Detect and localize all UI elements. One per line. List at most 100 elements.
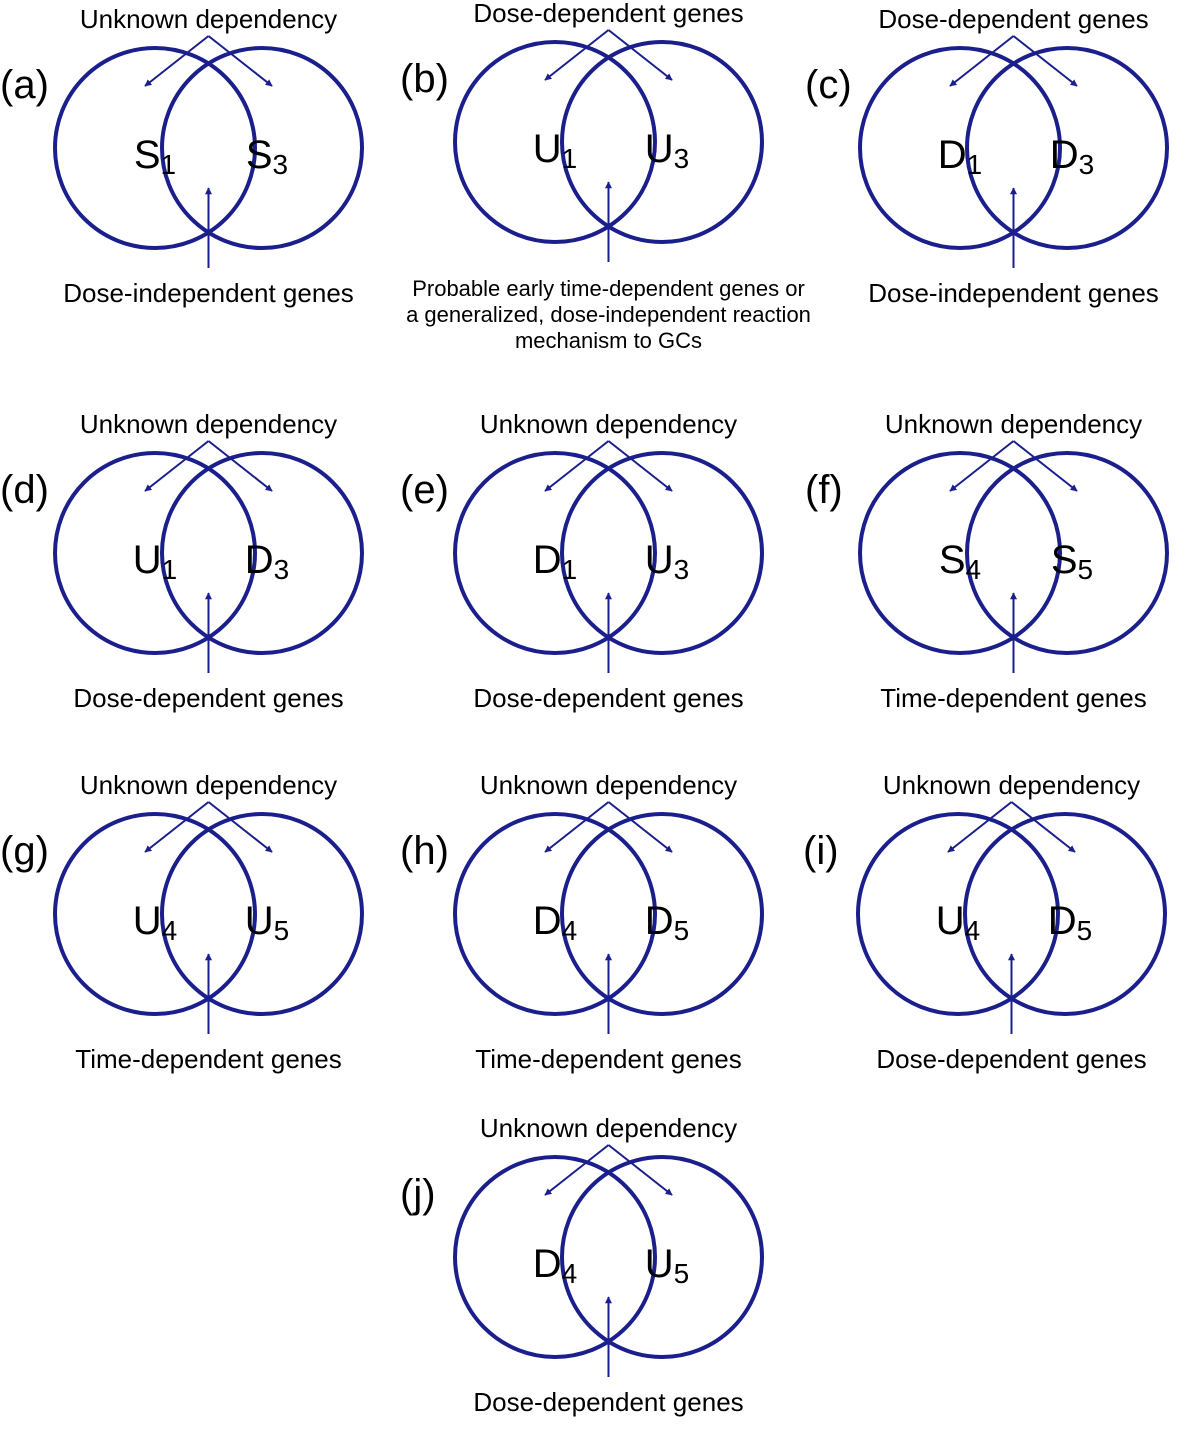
- venn-circle-right: [160, 451, 364, 655]
- left-pointer-arrow: [544, 440, 610, 492]
- top-caption: Unknown dependency: [80, 770, 337, 800]
- top-caption: Unknown dependency: [885, 409, 1142, 439]
- venn-circle-left: [856, 812, 1060, 1016]
- top-caption: Unknown dependency: [80, 4, 337, 34]
- right-pointer-arrow: [607, 440, 673, 492]
- venn-circle-left: [858, 46, 1062, 250]
- right-pointer-arrow: [607, 801, 673, 853]
- venn-circle-left: [453, 812, 657, 1016]
- bottom-caption-line: Dose-dependent genes: [473, 1387, 743, 1417]
- left-set-label: U1: [533, 127, 577, 174]
- right-pointer-arrow: [607, 1144, 673, 1196]
- venn-circle-left: [453, 1155, 657, 1359]
- venn-circle-right: [560, 40, 764, 244]
- right-set-label: D5: [645, 899, 689, 946]
- top-caption: Unknown dependency: [883, 770, 1140, 800]
- right-pointer-arrow: [1012, 35, 1078, 87]
- right-set-label: U5: [645, 1242, 689, 1289]
- bottom-caption-line: Time-dependent genes: [475, 1044, 741, 1074]
- top-caption: Unknown dependency: [480, 770, 737, 800]
- left-set-label: U4: [133, 899, 177, 946]
- right-pointer-arrow: [207, 801, 273, 853]
- venn-circle-right: [160, 46, 364, 250]
- right-pointer-arrow: [207, 440, 273, 492]
- venn-circle-left: [858, 451, 1062, 655]
- left-set-label: S1: [134, 133, 176, 180]
- venn-panel: (c) D1 D3 Dose-dependent genesDose-independ…: [805, 4, 1169, 308]
- venn-panel: (h) D4 D5 Unknown dependencyTime-dependent …: [400, 770, 764, 1074]
- left-set-label: U1: [133, 538, 177, 585]
- left-pointer-arrow: [544, 801, 610, 853]
- right-set-label: D3: [1050, 133, 1094, 180]
- venn-circle-left: [53, 812, 257, 1016]
- bottom-caption-line: Probable early time-dependent genes or: [412, 276, 805, 301]
- left-set-label: D4: [533, 899, 577, 946]
- panel-label: (b): [400, 57, 449, 101]
- left-pointer-arrow: [949, 440, 1015, 492]
- top-caption: Dose-dependent genes: [878, 4, 1148, 34]
- venn-circle-right: [965, 451, 1169, 655]
- venn-circle-left: [453, 451, 657, 655]
- venn-circle-left: [53, 46, 257, 250]
- bottom-caption-line: Dose-independent genes: [63, 278, 354, 308]
- right-set-label: D5: [1048, 899, 1092, 946]
- right-set-label: U3: [645, 538, 689, 585]
- right-set-label: S3: [246, 133, 288, 180]
- left-pointer-arrow: [144, 35, 210, 87]
- venn-circle-right: [160, 812, 364, 1016]
- venn-circle-left: [453, 40, 657, 244]
- venn-circle-right: [965, 46, 1169, 250]
- bottom-caption-line: mechanism to GCs: [515, 328, 702, 353]
- top-caption: Unknown dependency: [480, 409, 737, 439]
- bottom-caption-line: a generalized, dose-independent reaction: [406, 302, 811, 327]
- panel-label: (a): [0, 63, 49, 107]
- left-set-label: U4: [936, 899, 980, 946]
- venn-panel: (g) U4 U5 Unknown dependencyTime-dependent …: [0, 770, 364, 1074]
- venn-circle-right: [560, 451, 764, 655]
- venn-circle-left: [53, 451, 257, 655]
- bottom-caption-line: Dose-dependent genes: [473, 683, 743, 713]
- left-pointer-arrow: [144, 801, 210, 853]
- top-caption: Unknown dependency: [480, 1113, 737, 1143]
- left-set-label: D1: [938, 133, 982, 180]
- left-pointer-arrow: [544, 1144, 610, 1196]
- right-pointer-arrow: [207, 35, 273, 87]
- venn-circle-right: [560, 1155, 764, 1359]
- right-pointer-arrow: [1012, 440, 1078, 492]
- bottom-caption-line: Time-dependent genes: [75, 1044, 341, 1074]
- right-set-label: U5: [245, 899, 289, 946]
- left-pointer-arrow: [544, 29, 610, 81]
- right-set-label: S5: [1051, 538, 1093, 585]
- bottom-caption-line: Dose-dependent genes: [73, 683, 343, 713]
- venn-panel: (d) U1 D3 Unknown dependencyDose-dependent …: [0, 409, 364, 713]
- venn-panel: (f) S4 S5 Unknown dependencyTime-dependent …: [805, 409, 1169, 713]
- right-set-label: D3: [245, 538, 289, 585]
- panel-label: (d): [0, 468, 49, 512]
- venn-panel: (j) D4 U5 Unknown dependencyDose-dependent …: [400, 1113, 764, 1417]
- top-caption: Unknown dependency: [80, 409, 337, 439]
- right-pointer-arrow: [1010, 801, 1076, 853]
- left-pointer-arrow: [947, 801, 1013, 853]
- top-caption: Dose-dependent genes: [473, 0, 743, 28]
- left-pointer-arrow: [144, 440, 210, 492]
- venn-circle-right: [963, 812, 1167, 1016]
- panel-label: (j): [400, 1172, 436, 1216]
- bottom-caption-line: Dose-independent genes: [868, 278, 1159, 308]
- panel-label: (f): [805, 468, 843, 512]
- panel-label: (i): [803, 829, 839, 873]
- panel-label: (g): [0, 829, 49, 873]
- left-pointer-arrow: [949, 35, 1015, 87]
- right-set-label: U3: [645, 127, 689, 174]
- bottom-caption-line: Time-dependent genes: [880, 683, 1146, 713]
- left-set-label: S4: [939, 538, 981, 585]
- left-set-label: D4: [533, 1242, 577, 1289]
- panel-label: (h): [400, 829, 449, 873]
- venn-panel: (a) S1 S3 Unknown dependencyDose-independen…: [0, 4, 364, 308]
- panel-label: (c): [805, 63, 852, 107]
- panel-label: (e): [400, 468, 449, 512]
